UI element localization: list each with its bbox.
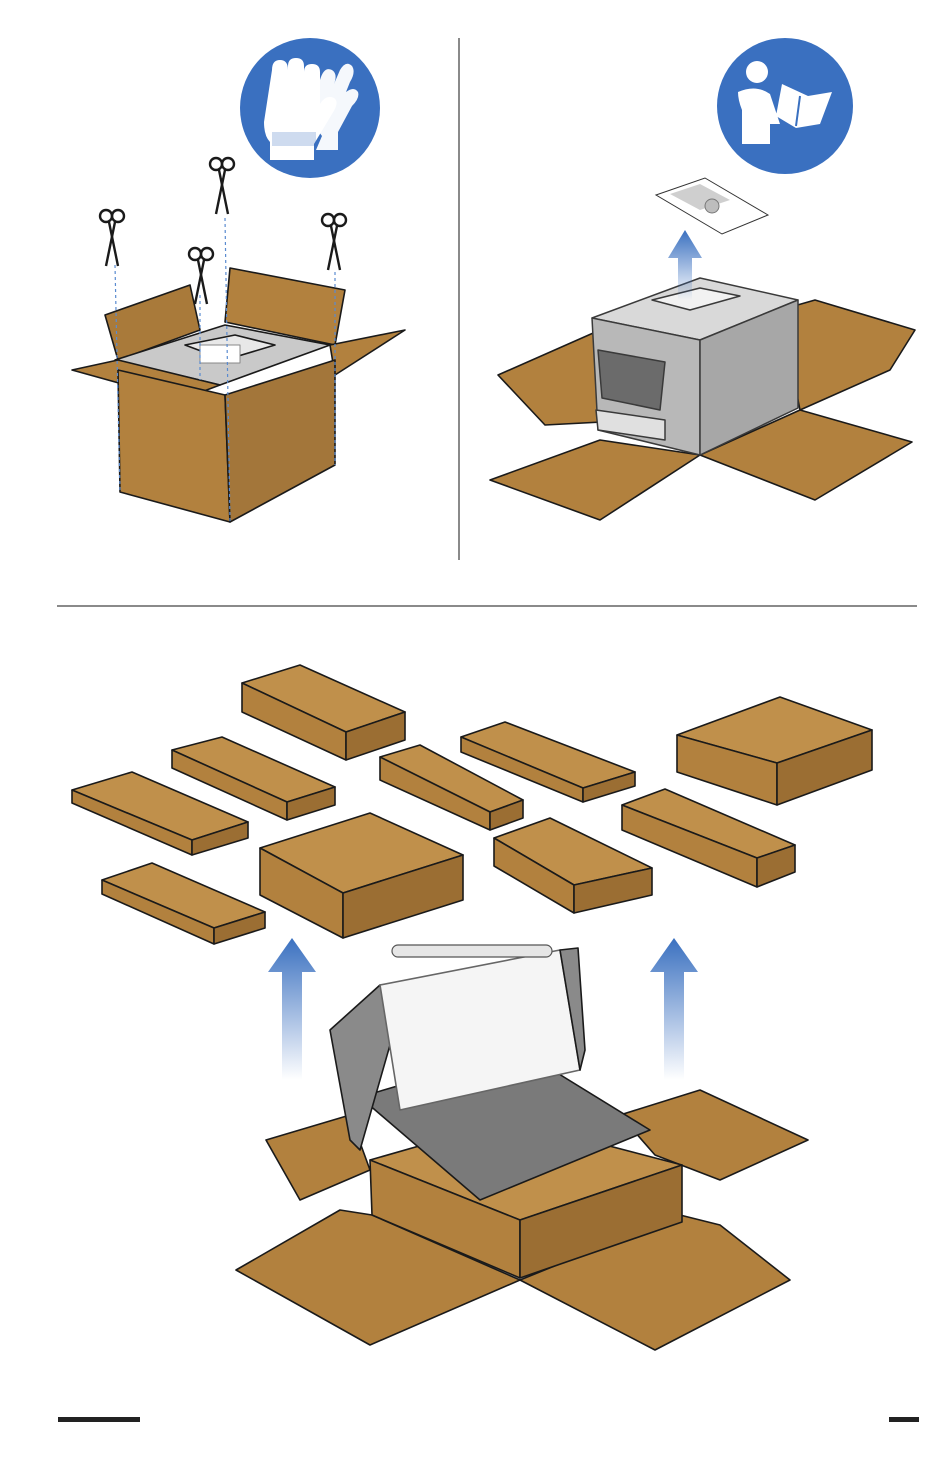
packing-box bbox=[242, 665, 405, 760]
packing-boxes bbox=[72, 665, 872, 944]
step-remove-documents-panel bbox=[462, 0, 950, 580]
vertical-divider bbox=[458, 38, 460, 560]
gloves-icon bbox=[240, 38, 380, 178]
shipping-box bbox=[72, 268, 405, 522]
footer-rule-left bbox=[58, 1417, 140, 1422]
horizontal-divider bbox=[57, 605, 917, 607]
step-remove-packing-panel bbox=[0, 610, 950, 1410]
packing-box bbox=[102, 863, 265, 944]
packing-box bbox=[677, 697, 872, 805]
scissors-icon bbox=[100, 158, 346, 304]
step-cut-box-panel bbox=[0, 0, 458, 580]
setup-document bbox=[656, 178, 768, 234]
packing-box bbox=[260, 813, 463, 938]
read-manual-icon bbox=[717, 38, 853, 174]
footer-rule-right bbox=[889, 1417, 919, 1422]
